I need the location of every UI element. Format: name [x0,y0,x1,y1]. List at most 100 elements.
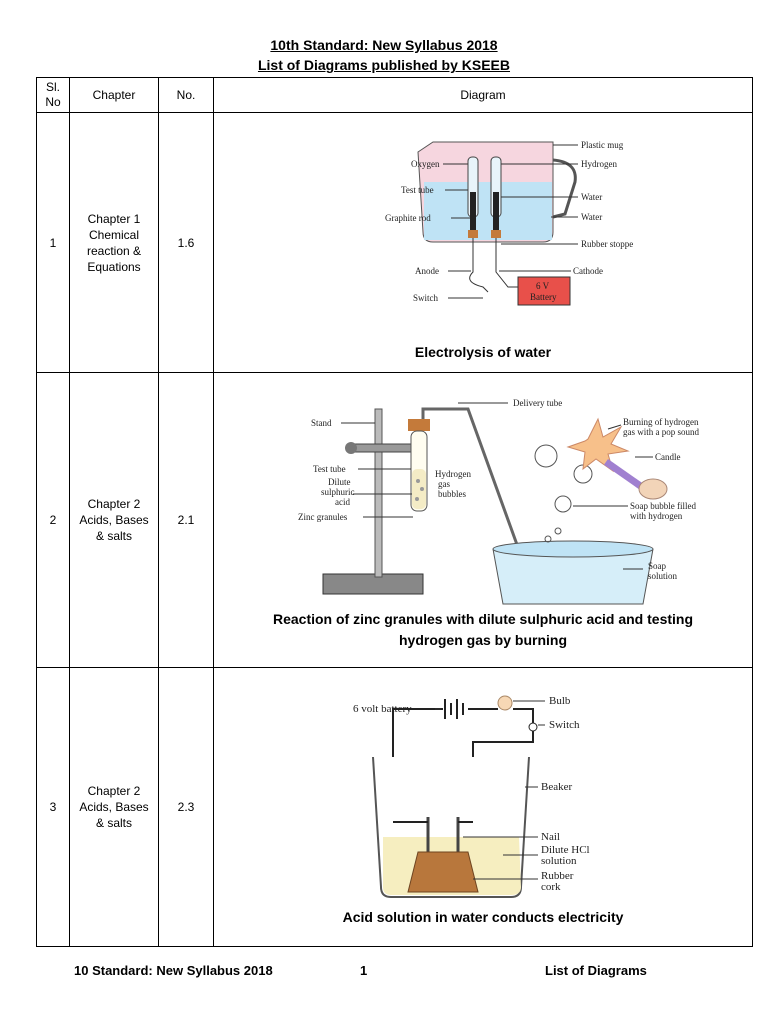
table-row: 3 Chapter 2 Acids, Bases & salts 2.3 [36,667,753,947]
cork-shape [408,419,430,431]
label-water-2: Water [581,212,602,222]
chapter-line: & salts [95,816,132,830]
footer-page-number: 1 [360,963,368,978]
label-battery: 6 volt battery [353,703,412,715]
chapter-line: Chapter 1 [87,211,141,226]
row-number: 2.3 [158,667,214,947]
stand-base [322,573,424,595]
row-chapter: Chapter 1 Chemical reaction & Equations [69,112,159,373]
battery-shape [517,276,571,306]
row-sl: 1 [36,112,70,373]
label-cathode: Cathode [573,266,603,276]
clamp-knob [345,442,357,454]
graphite-rod-right [493,192,499,230]
soap-trough [492,548,654,605]
conductivity-diagram: 6 volt battery Bulb Switch Beaker Nail D… [353,695,590,898]
label-zinc-granules: Zinc granules [298,512,348,522]
candle-shape [603,459,649,494]
diagram-caption: Acid solution in water conducts electric… [342,908,624,925]
label-hcl-2: solution [541,855,577,867]
label-hydrogen-3: bubbles [438,489,466,499]
table-row: 2 Chapter 2 Acids, Bases & salts 2.1 [36,372,753,668]
header-chapter: Chapter [69,77,159,113]
hand-shape [638,478,668,500]
row-chapter: Chapter 2 Acids, Bases & salts [69,667,159,947]
zinc-reaction-diagram: Delivery tube Stand Burning of hydrogen … [298,398,699,605]
label-dilute-2: sulphuric [321,487,355,497]
label-battery-1: 6 V [536,281,550,291]
chapter-line: reaction & [86,243,142,258]
chapter-line: Equations [87,259,141,274]
label-anode: Anode [415,266,439,276]
table-header-row: Sl. No Chapter No. Diagram [36,77,753,113]
row-chapter: Chapter 2 Acids, Bases & salts [69,372,159,668]
row-diagram: Delivery tube Stand Burning of hydrogen … [213,372,753,668]
switch-shape [528,722,538,731]
label-delivery-tube: Delivery tube [513,398,562,408]
label-battery-2: Battery [530,292,557,302]
label-stand: Stand [311,418,332,428]
label-graphite-rod: Graphite rod [385,213,431,223]
explosion-shape [566,417,630,473]
label-hcl-1: Dilute HCl [541,844,590,856]
label-nail: Nail [541,831,560,843]
mug-handle-shape [552,158,577,219]
header-no: No. [158,77,214,113]
diagram-table: Sl. No Chapter No. Diagram 1 Chapter 1 C… [36,77,753,947]
label-candle: Candle [655,452,681,462]
label-test-tube: Test tube [313,464,346,474]
label-test-tube: Test tube [401,185,434,195]
label-hydrogen: Hydrogen [581,159,617,169]
electrolysis-diagram: 6 V Battery Plastic mug Oxygen Hydrogen … [385,140,633,306]
label-burning-1: Burning of hydrogen [623,417,699,427]
graphite-rod-left [470,192,476,230]
row-sl: 2 [36,372,70,668]
row-number: 2.1 [158,372,214,668]
diagram-caption-line: Reaction of zinc granules with dilute su… [272,611,694,627]
footer-left: 10 Standard: New Syllabus 2018 [74,963,273,978]
footer-right: List of Diagrams [545,963,647,978]
label-dilute-3: acid [335,497,350,507]
chapter-line: Acids, Bases [79,800,149,814]
document-subtitle: List of Diagrams published by KSEEB [257,57,511,73]
rubber-cork-shape [407,851,479,892]
label-cork-1: Rubber [541,870,574,882]
chapter-line: Chapter 2 [87,497,141,511]
label-burning-2: gas with a pop sound [623,427,699,437]
table-row: 1 Chapter 1 Chemical reaction & Equation… [36,112,753,373]
diagram-caption-line: hydrogen gas by burning [398,632,567,648]
water-shape [424,182,552,240]
label-hydrogen-2: gas [438,479,450,489]
label-dilute-1: Dilute [328,477,351,487]
chapter-line: Chemical [88,227,139,242]
bulb-shape [497,695,513,710]
row-diagram: 6 volt battery Bulb Switch Beaker Nail D… [213,667,753,947]
label-soap-solution-1: Soap [648,561,667,571]
row-diagram: 6 V Battery Plastic mug Oxygen Hydrogen … [213,112,753,373]
label-beaker: Beaker [541,781,572,793]
header-diagram: Diagram [213,77,753,113]
rubber-stopper-right [491,230,501,238]
label-switch: Switch [413,293,439,303]
row-sl: 3 [36,667,70,947]
label-oxygen: Oxygen [411,159,440,169]
rubber-stopper-left [468,230,478,238]
wire-cathode [495,238,518,288]
stand-rod [374,408,383,578]
label-plastic-mug: Plastic mug [581,140,624,150]
label-water-1: Water [581,192,602,202]
document-title: 10th Standard: New Syllabus 2018 [270,37,498,53]
soap-bubble [554,495,572,513]
chapter-line: & salts [95,529,132,543]
header-sl-no: Sl. No [36,77,70,113]
chapter-line: Chapter 2 [87,784,141,798]
row-number: 1.6 [158,112,214,373]
chapter-line: Acids, Bases [79,513,149,527]
stand-clamp [354,443,416,453]
label-soap-bubble-1: Soap bubble filled [630,501,696,511]
label-switch: Switch [549,719,580,731]
label-cork-2: cork [541,881,561,893]
label-soap-solution-2: solution [648,571,678,581]
diagram-caption: Electrolysis of water [414,344,552,360]
label-soap-bubble-2: with hydrogen [630,511,683,521]
